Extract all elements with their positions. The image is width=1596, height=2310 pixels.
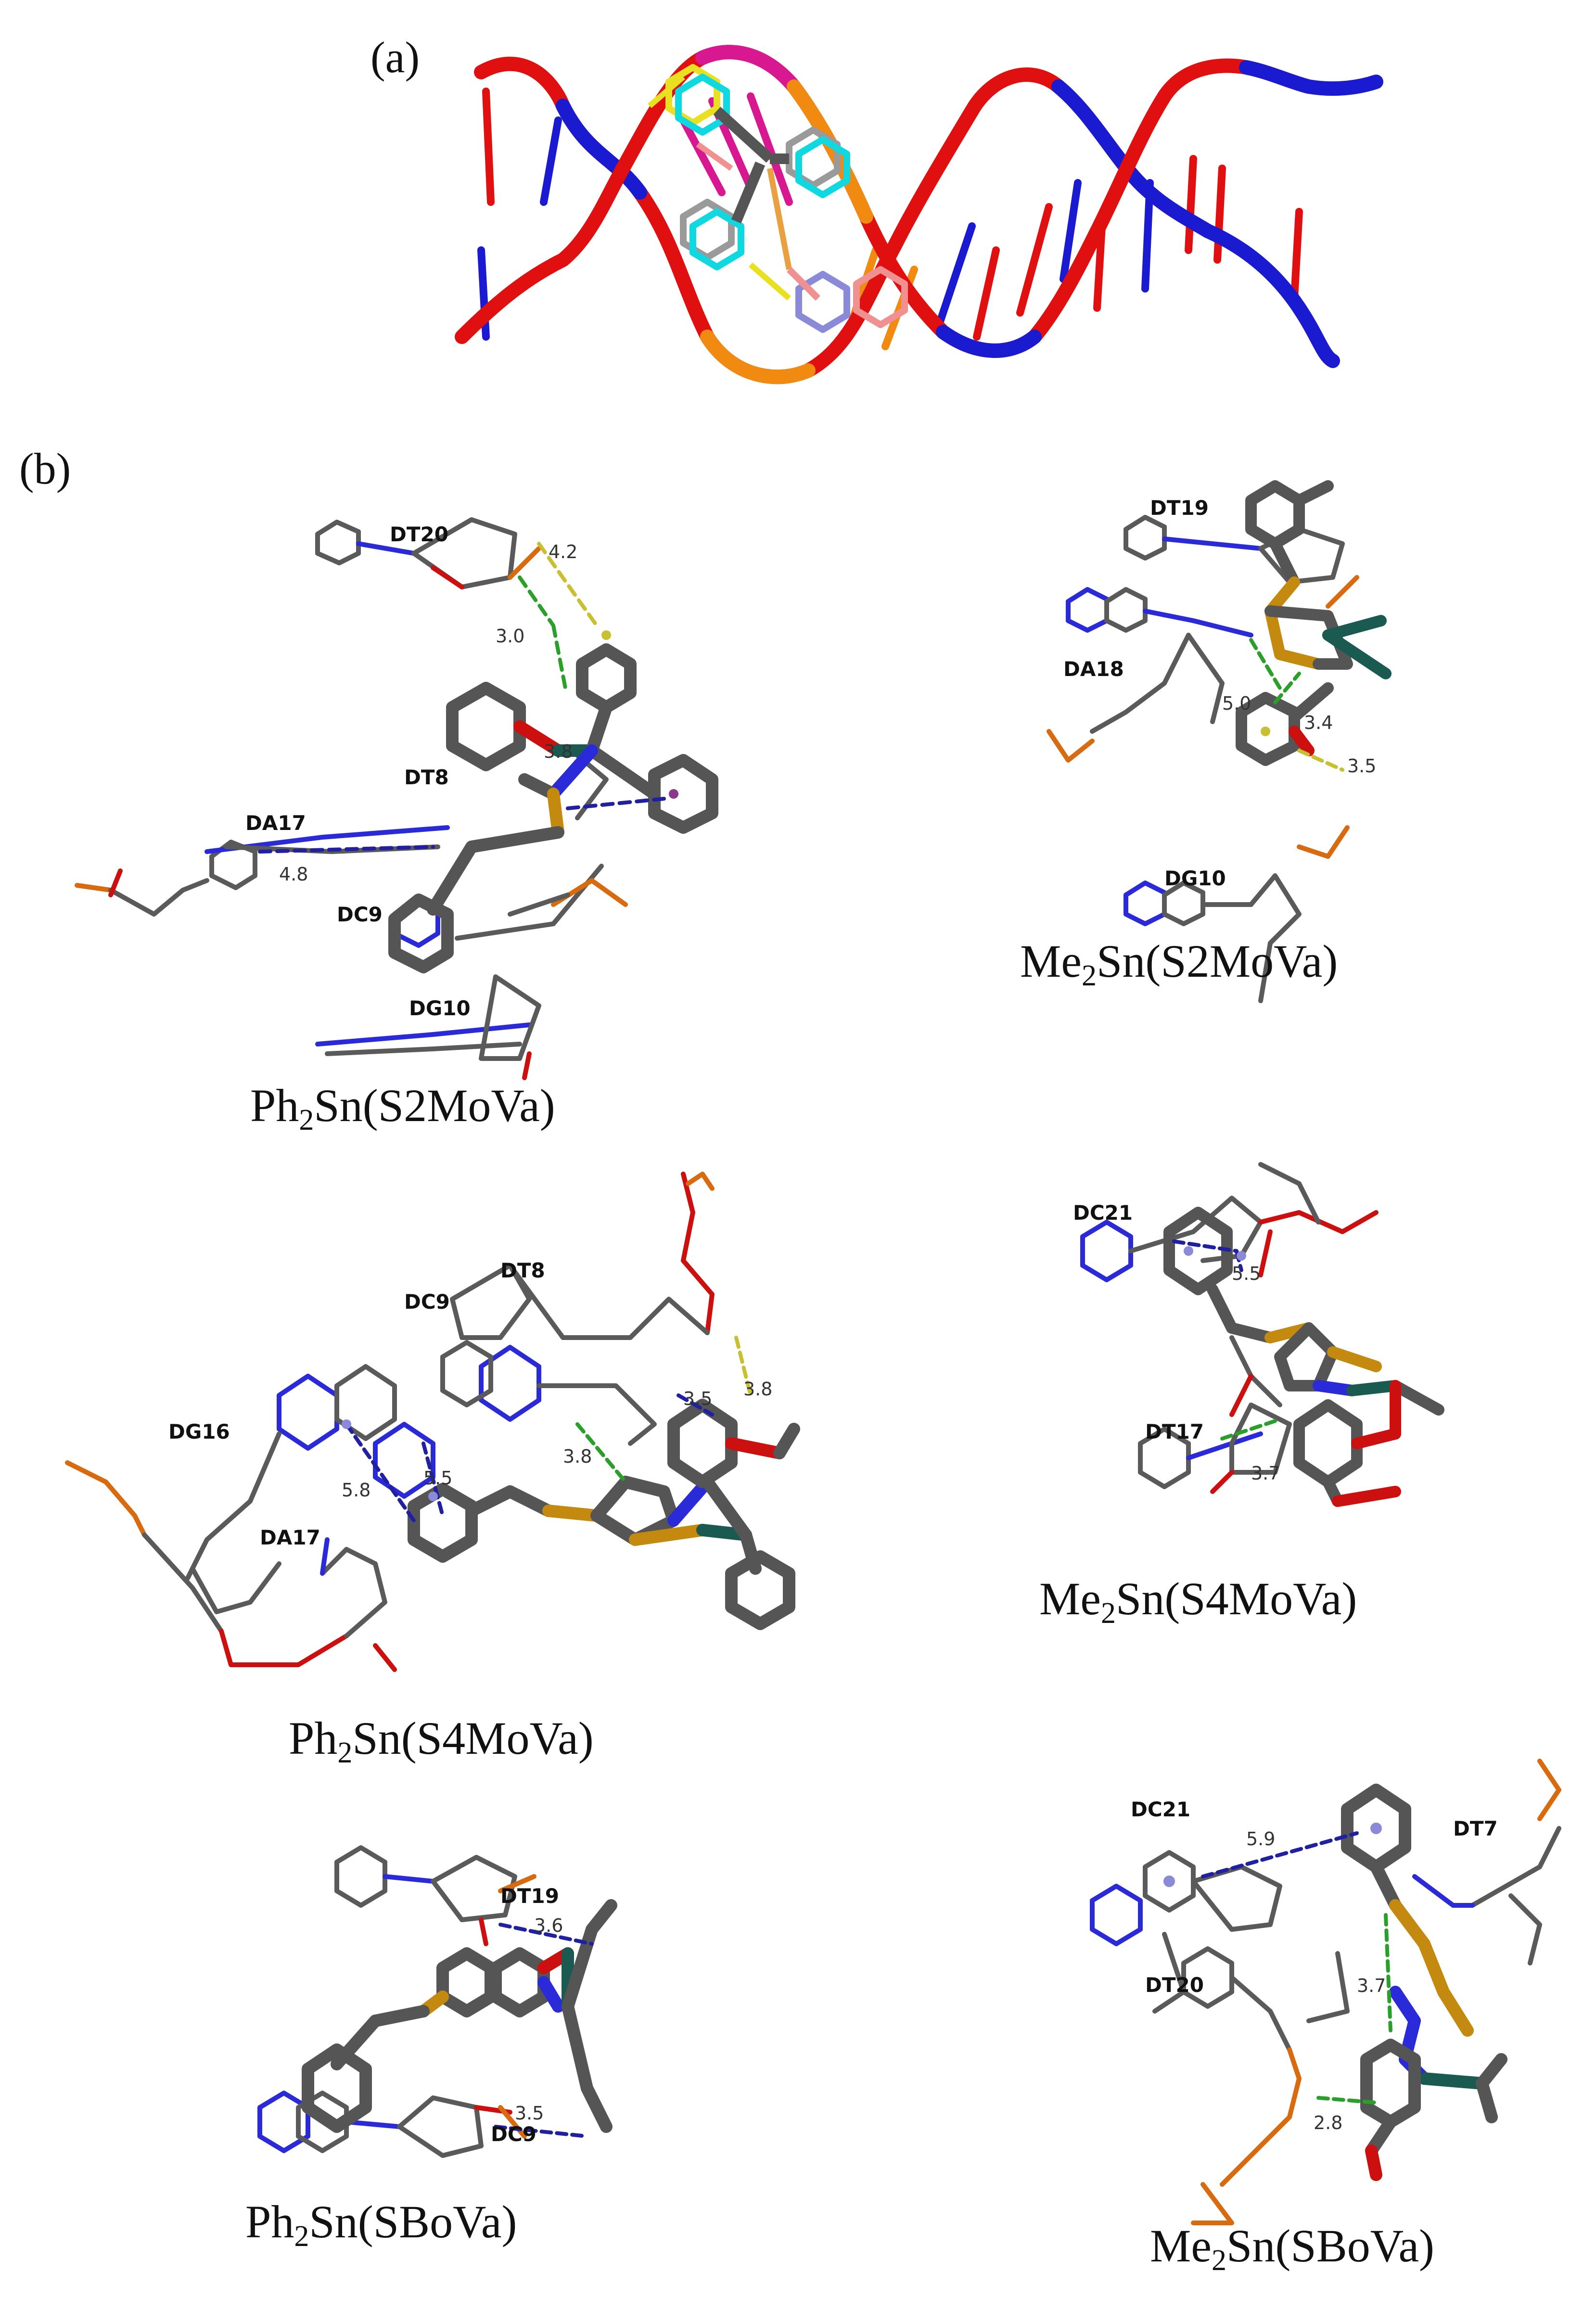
residue-label: DT20 (390, 523, 448, 546)
residue-label: DG16 (168, 1420, 230, 1443)
residue-label: DC9 (337, 903, 383, 926)
complex-caption: Me2Sn(S4MoVa) (1039, 1573, 1357, 1630)
pi-centroid (601, 630, 611, 640)
pi-centroid (1261, 727, 1270, 736)
complex-caption: Ph2Sn(S2MoVa) (250, 1080, 555, 1136)
residue-label: DC9 (404, 1290, 450, 1314)
distance-label: 5.9 (1246, 1828, 1275, 1850)
complex-caption: Me2Sn(SBoVa) (1150, 2220, 1434, 2277)
distance-label: 5.5 (423, 1468, 452, 1489)
pi-centroid (1237, 1251, 1246, 1261)
distance-label: 3.8 (544, 741, 573, 762)
distance-label: 3.5 (515, 2103, 544, 2124)
distance-label: 3.4 (1304, 712, 1333, 733)
complex-me2sn-sbova: DC21 DT7 DT20 5.9 3.7 2.8 (1090, 1759, 1561, 2225)
residue-label: DT19 (1150, 496, 1209, 520)
residue-label: DG10 (1164, 867, 1226, 890)
ligand (1236, 480, 1392, 766)
pi-centroid (1184, 1246, 1193, 1256)
distance-label: 5.8 (342, 1480, 370, 1501)
distance-label: 3.5 (1347, 755, 1376, 777)
residue-label: DC21 (1073, 1201, 1133, 1225)
ligand (302, 1899, 617, 2133)
ligand (1163, 1207, 1444, 1507)
dna-residues (75, 517, 628, 1080)
distance-label: 4.2 (549, 541, 577, 562)
ligand (408, 1399, 800, 1630)
pi-centroid (428, 1492, 438, 1501)
distance-label: 3.0 (496, 625, 524, 647)
dna-residues (65, 1172, 715, 1672)
interactions (1249, 638, 1344, 772)
pi-centroid (1370, 1823, 1382, 1834)
complex-caption: Ph2Sn(SBoVa) (245, 2196, 517, 2253)
complex-ph2sn-s2mova: DT20 DT8 DA17 DC9 DG10 4.2 3.0 3.8 4.8 (75, 517, 718, 1080)
distance-label: 3.6 (534, 1915, 563, 1936)
distance-label: 5.0 (1222, 693, 1251, 714)
interactions (1201, 1831, 1392, 2105)
complex-ph2sn-sbova: DT19 DC9 3.6 3.5 (257, 1845, 617, 2158)
pi-centroid (669, 789, 678, 799)
residue-label: DT8 (500, 1259, 545, 1282)
dna-residues (1047, 515, 1359, 1003)
distance-label: 2.8 (1314, 2112, 1342, 2133)
residue-label: DA17 (260, 1526, 320, 1549)
ligand (1341, 1784, 1507, 2181)
dna-residues (1080, 1162, 1379, 1494)
residue-label: DT8 (404, 766, 449, 789)
residue-label: DT20 (1145, 1973, 1204, 1997)
distance-label: 3.5 (683, 1388, 712, 1409)
ligand (388, 643, 718, 973)
dna-residues (257, 1845, 536, 2158)
panel-a-label: (a) (370, 33, 420, 82)
complex-caption: Me2Sn(S2MoVa) (1020, 935, 1338, 992)
distance-label: 3.8 (563, 1446, 592, 1467)
distance-label: 3.7 (1357, 1975, 1386, 1996)
residue-label: DC9 (491, 2122, 536, 2146)
interactions (494, 1923, 594, 2138)
complex-ph2sn-s4mova: DC9 DT8 DG16 DA17 3.5 3.8 3.8 5.8 5.5 (65, 1172, 800, 1672)
residue-label: DA18 (1063, 657, 1124, 681)
residue-label: DT7 (1453, 1817, 1498, 1840)
distance-label: 5.5 (1232, 1263, 1261, 1284)
interactions (258, 542, 666, 854)
residue-label: DA17 (245, 811, 306, 835)
residue-label: DT17 (1145, 1420, 1204, 1443)
pi-centroid (342, 1419, 351, 1429)
dna-helix (455, 45, 1383, 384)
distance-label: 3.7 (1251, 1463, 1280, 1484)
pi-centroid (1163, 1876, 1175, 1887)
distance-label: 3.8 (743, 1378, 772, 1400)
base-pair-rungs (477, 88, 1303, 350)
complex-caption: Ph2Sn(S4MoVa) (289, 1712, 594, 1769)
distance-label: 4.8 (279, 864, 308, 885)
residue-label: DC21 (1131, 1798, 1190, 1821)
residue-label: DT19 (500, 1884, 559, 1908)
complex-me2sn-s4mova: DC21 DT17 5.5 3.7 (1073, 1162, 1444, 1507)
panel-b-label: (b) (19, 444, 71, 493)
interactions (345, 1336, 753, 1522)
overlaid-ligands (648, 64, 908, 333)
residue-label: DG10 (409, 996, 471, 1020)
complex-me2sn-s2mova: DT19 DA18 DG10 5.0 3.4 3.5 (1047, 480, 1392, 1003)
